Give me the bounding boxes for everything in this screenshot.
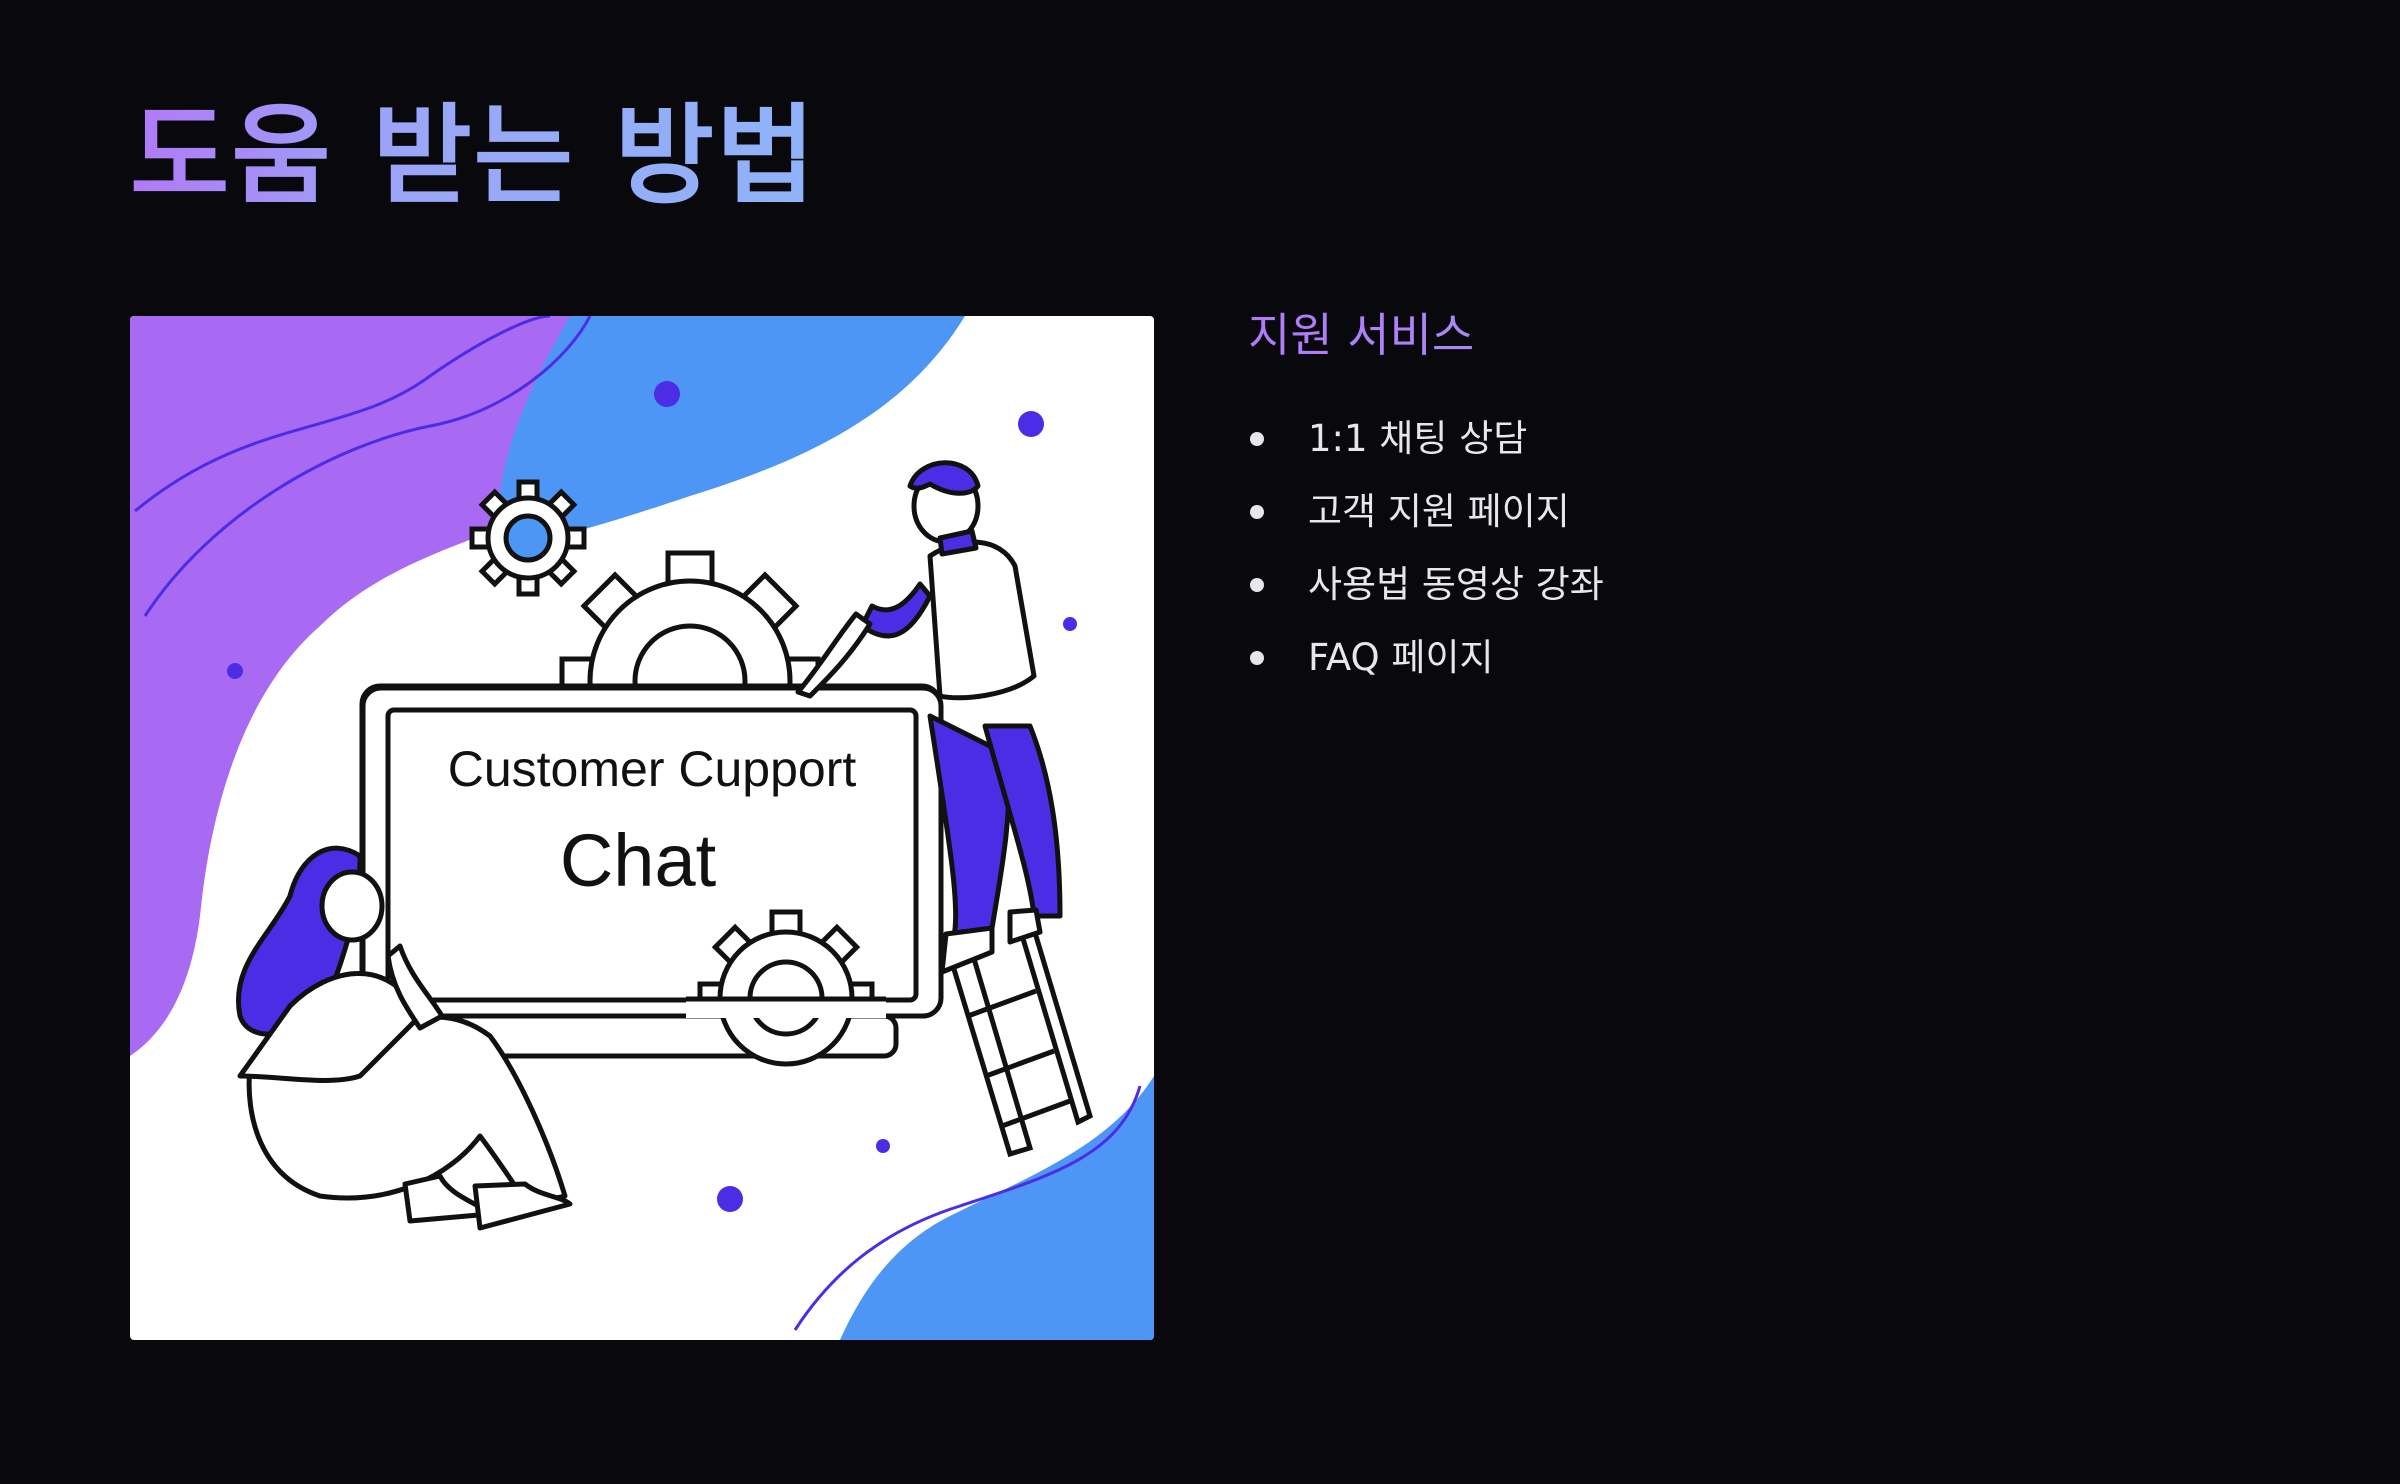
woman-figure [236,845,573,1231]
customer-support-illustration: Customer Cupport Chat [130,316,1154,1340]
list-item-label: 사용법 동영상 강좌 [1308,562,1604,606]
swirl-line-2 [143,316,592,617]
list-item: 사용법 동영상 강좌 [1248,556,2248,629]
list-item: 1:1 채팅 상담 [1248,410,2248,483]
list-item: 고객 지원 페이지 [1248,483,2248,556]
dot [1018,411,1044,437]
bullet-icon [1250,504,1264,519]
dot [227,663,243,679]
support-heading: 지원 서비스 [1248,306,2248,366]
bullet-icon [1250,650,1264,665]
swirl-line-1 [134,316,551,513]
swirl-line-3 [793,1085,1142,1331]
small-gear-icon [469,479,587,597]
dot [1063,617,1077,631]
support-panel: 지원 서비스 1:1 채팅 상담 고객 지원 페이지 사용법 동영상 강좌 FA… [1248,306,2248,702]
screen-text-line1: Customer Cupport [448,741,857,797]
ladder [947,915,1093,1158]
blue-blob-bottom [840,1076,1154,1340]
dot [876,1139,890,1153]
blue-blob-top [498,316,965,546]
support-list: 1:1 채팅 상담 고객 지원 페이지 사용법 동영상 강좌 FAQ 페이지 [1248,410,2248,702]
list-item-label: 1:1 채팅 상담 [1308,416,1528,460]
page-title: 도움 받는 방법 [130,92,817,222]
list-item-label: 고객 지원 페이지 [1308,489,1570,533]
dot [654,381,680,407]
illustration-canvas: Customer Cupport Chat [130,316,1154,1340]
man-figure [795,460,1063,975]
screen-text-line2: Chat [560,819,717,902]
bullet-icon [1250,577,1264,592]
screen-gear-icon [686,909,886,1067]
dot [717,1186,743,1212]
bullet-icon [1250,431,1264,446]
list-item: FAQ 페이지 [1248,629,2248,702]
list-item-label: FAQ 페이지 [1308,635,1494,679]
